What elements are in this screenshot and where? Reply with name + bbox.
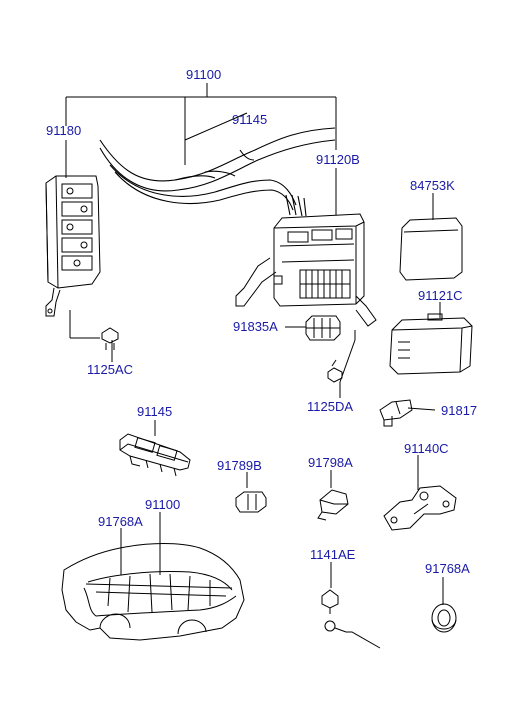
connector-91817 bbox=[379, 399, 413, 427]
label-91798a: 91798A bbox=[308, 455, 353, 470]
fuse-91789b bbox=[235, 491, 267, 513]
label-91145-top: 91145 bbox=[232, 112, 268, 127]
connector-block-91145 bbox=[119, 433, 191, 477]
label-91789b: 91789B bbox=[217, 458, 262, 473]
label-91180: 91180 bbox=[46, 123, 82, 138]
bolt-1125da bbox=[327, 359, 343, 383]
label-1141ae: 1141AE bbox=[310, 547, 356, 562]
junction-box-91120b bbox=[235, 213, 377, 327]
label-91768a-right: 91768A bbox=[425, 561, 470, 576]
label-91100-bottom: 91100 bbox=[145, 497, 181, 512]
grommet-91768a bbox=[431, 603, 457, 633]
ground-bolt-1141ae bbox=[321, 589, 381, 649]
fuse-block-91180 bbox=[45, 175, 101, 317]
cover-84753k bbox=[399, 217, 463, 281]
label-91817: 91817 bbox=[441, 403, 478, 418]
connector-91835a bbox=[305, 315, 341, 341]
label-91768a-left: 91768A bbox=[98, 514, 143, 529]
label-91120b: 91120B bbox=[316, 152, 360, 167]
car-harness-overview bbox=[61, 543, 245, 641]
wiring-harness-91145 bbox=[99, 127, 336, 217]
label-91835a: 91835A bbox=[233, 319, 278, 334]
label-91100-top: 91100 bbox=[186, 67, 222, 82]
fuse-91798a bbox=[317, 489, 349, 521]
leader-lines bbox=[65, 83, 444, 605]
label-1125ac: 1125AC bbox=[87, 362, 134, 377]
label-91121c: 91121C bbox=[418, 288, 463, 303]
label-91145-mid: 91145 bbox=[137, 404, 173, 419]
label-84753k: 84753K bbox=[410, 178, 455, 193]
label-91140c: 91140C bbox=[404, 441, 449, 456]
label-1125da: 1125DA bbox=[307, 399, 354, 414]
module-91121c bbox=[389, 313, 473, 375]
bracket-91140c bbox=[383, 485, 457, 531]
bolt-1125ac bbox=[101, 327, 119, 350]
